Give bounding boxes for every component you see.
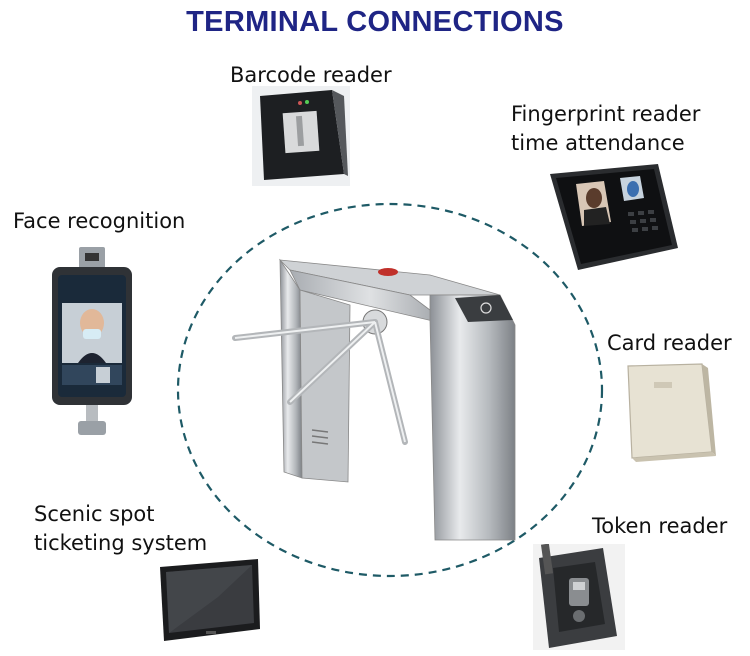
tripod-turnstile-image	[232, 258, 516, 541]
card-reader-icon	[627, 363, 716, 462]
ticketing-monitor-icon	[160, 559, 260, 641]
connection-circle	[176, 202, 604, 578]
token-reader-label: Token reader	[592, 514, 728, 538]
face-recognition-terminal-icon	[52, 247, 132, 435]
token-reader-icon	[533, 544, 625, 650]
barcode-reader-icon	[252, 86, 350, 186]
scenic-label-line-1: Scenic spot	[34, 502, 155, 526]
card-reader-label: Card reader	[607, 331, 732, 355]
face-recognition-label: Face recognition	[13, 209, 186, 233]
fingerprint-label-line-1: Fingerprint reader	[511, 102, 701, 126]
page-title: TERMINAL CONNECTIONS	[186, 6, 564, 38]
barcode-reader-label: Barcode reader	[230, 63, 392, 87]
scenic-label-line-2: ticketing system	[34, 531, 208, 555]
fingerprint-terminal-icon	[550, 164, 678, 270]
fingerprint-label-line-2: time attendance	[511, 131, 685, 155]
